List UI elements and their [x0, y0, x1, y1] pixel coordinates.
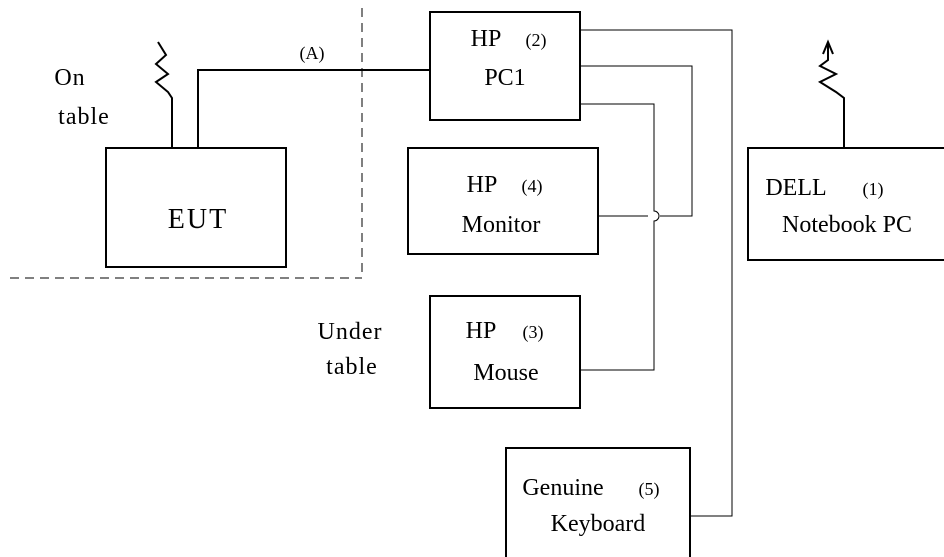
pc1-monitor-cable: [580, 65, 693, 217]
on-table-label-line2: table: [58, 104, 110, 130]
keyboard-number: (5): [639, 479, 660, 500]
pc1-keyboard-cable: [580, 29, 733, 517]
eut-label: EUT: [168, 204, 228, 235]
under-table-label-line1: Under: [318, 319, 383, 345]
mouse-box: HP (3) Mouse: [429, 295, 581, 409]
cable-a-label: (A): [300, 43, 325, 64]
under-table-label-line2: table: [326, 354, 378, 380]
eut-cable-a: [197, 69, 430, 148]
eut-antenna-icon: [154, 41, 173, 148]
pc1-brand: HP: [471, 26, 502, 52]
monitor-number: (4): [522, 176, 543, 197]
notebook-box: DELL (1) Notebook PC: [747, 147, 944, 261]
mouse-brand: HP: [466, 318, 497, 344]
keyboard-box: Genuine (5) Keyboard: [505, 447, 691, 557]
mouse-number: (3): [523, 322, 544, 343]
monitor-model: Monitor: [462, 212, 541, 238]
notebook-number: (1): [863, 179, 884, 200]
notebook-brand: DELL: [765, 175, 826, 201]
pc1-box: HP (2) PC1: [429, 11, 581, 121]
pc1-number: (2): [526, 30, 547, 51]
on-table-label-line1: On: [54, 65, 85, 91]
notebook-antenna-icon: [817, 39, 845, 148]
monitor-brand: HP: [467, 172, 498, 198]
monitor-box: HP (4) Monitor: [407, 147, 599, 255]
eut-box: EUT: [105, 147, 287, 268]
pc1-model: PC1: [484, 65, 525, 91]
pc1-mouse-cable: [580, 103, 660, 371]
notebook-model: Notebook PC: [782, 212, 912, 238]
keyboard-brand: Genuine: [522, 475, 603, 501]
keyboard-model: Keyboard: [551, 511, 646, 537]
mouse-model: Mouse: [473, 360, 538, 386]
